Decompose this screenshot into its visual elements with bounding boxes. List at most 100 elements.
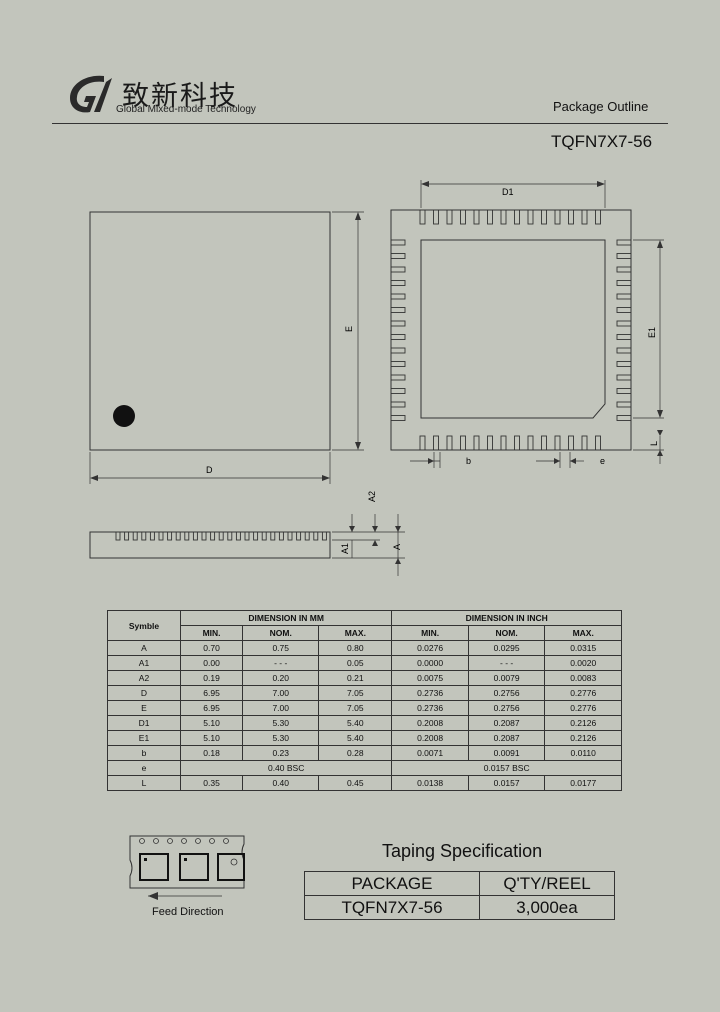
bottom-body-outline [390, 209, 632, 451]
side-lead [261, 531, 267, 541]
sub-header-row: MIN.NOM.MAX.MIN.NOM.MAX. [108, 625, 622, 641]
pad [616, 361, 632, 367]
pad [616, 253, 632, 259]
pad [500, 435, 507, 451]
pad [541, 435, 547, 451]
pad [473, 209, 480, 225]
pad [616, 293, 632, 300]
taping-table: PACKAGE Q'TY/REEL TQFN7X7-56 3,000ea [304, 871, 615, 920]
value-cell: 0.2736 [391, 700, 469, 716]
dim-label-a1: A1 [340, 543, 350, 554]
value-cell: 0.05 [318, 655, 393, 671]
taping-title: Taping Specification [382, 841, 543, 861]
pad [390, 307, 406, 313]
pad [541, 209, 547, 225]
symbol-cell: A1 [107, 655, 181, 671]
pad [616, 374, 632, 381]
pad [527, 435, 534, 451]
pad [616, 307, 632, 313]
value-cell: 0.28 [318, 745, 393, 761]
side-lead [235, 531, 241, 541]
pad [419, 435, 426, 451]
pads-top [419, 209, 601, 225]
side-lead [296, 531, 302, 541]
value-cell: 0.0071 [391, 745, 469, 761]
side-lead [227, 531, 233, 541]
inch-header: DIMENSION IN INCH [391, 610, 622, 626]
logo-chinese-name: 致新科技 [122, 81, 238, 112]
pad [446, 209, 453, 225]
pad [390, 347, 406, 354]
value-cell: 0.0000 [391, 655, 469, 671]
pad [460, 209, 466, 225]
side-lead [192, 531, 198, 541]
value-cell: - - - [242, 655, 320, 671]
value-cell: 0.80 [318, 640, 393, 656]
pad [616, 347, 632, 354]
pad [616, 388, 632, 394]
pad [390, 293, 406, 300]
value-cell: 7.00 [242, 700, 320, 716]
pad [514, 435, 520, 451]
value-cell: 7.05 [318, 700, 393, 716]
pad [616, 415, 632, 421]
pad [616, 280, 632, 286]
value-cell: 0.2756 [467, 685, 546, 701]
pad [390, 415, 406, 421]
side-lead [167, 531, 173, 541]
sub-header-cell: MIN. [391, 625, 469, 641]
package-name: TQFN7X7-56 [551, 132, 653, 151]
value-cell: 0.0020 [544, 655, 622, 671]
mm-header: DIMENSION IN MM [179, 610, 393, 626]
pad [487, 209, 493, 225]
value-cell: 0.0138 [391, 775, 469, 791]
value-cell: 7.05 [318, 685, 393, 701]
pad [616, 334, 632, 340]
side-leads [115, 531, 327, 541]
value-cell: 5.10 [179, 730, 244, 746]
pad [581, 435, 588, 451]
side-lead [158, 531, 164, 541]
value-cell: 0.2087 [467, 715, 546, 731]
value-cell: 0.2776 [544, 700, 622, 716]
side-lead [124, 531, 130, 541]
pad [390, 374, 406, 381]
pad [527, 209, 534, 225]
side-lead [244, 531, 250, 541]
pad [616, 401, 632, 408]
symbol-cell: E1 [107, 730, 181, 746]
pad [616, 239, 632, 246]
symbol-cell: A [107, 640, 181, 656]
value-cell: - - - [467, 655, 546, 671]
col-qty-header: Q'TY/REEL [479, 871, 615, 896]
dim-label-e: E [344, 326, 354, 332]
header-divider [52, 123, 668, 124]
value-cell: 0.0091 [467, 745, 546, 761]
value-cell: 5.30 [242, 730, 320, 746]
symbol-cell: E [107, 700, 181, 716]
col-package-header: PACKAGE [304, 871, 480, 896]
pad [390, 266, 406, 273]
pad [616, 266, 632, 273]
value-cell: 0.40 BSC [179, 760, 393, 776]
side-lead [149, 531, 155, 541]
pad [514, 209, 520, 225]
pad [390, 388, 406, 394]
value-cell: 0.18 [179, 745, 244, 761]
package-value: TQFN7X7-56 [304, 895, 480, 920]
pad [446, 435, 453, 451]
symbol-cell: L [107, 775, 181, 791]
pad [390, 253, 406, 259]
dim-label-e-pitch: e [600, 456, 605, 466]
value-cell: 0.0315 [544, 640, 622, 656]
side-lead [253, 531, 259, 541]
value-cell: 5.40 [318, 715, 393, 731]
feed-direction-label: Feed Direction [152, 906, 224, 918]
value-cell: 0.20 [242, 670, 320, 686]
pad [500, 209, 507, 225]
